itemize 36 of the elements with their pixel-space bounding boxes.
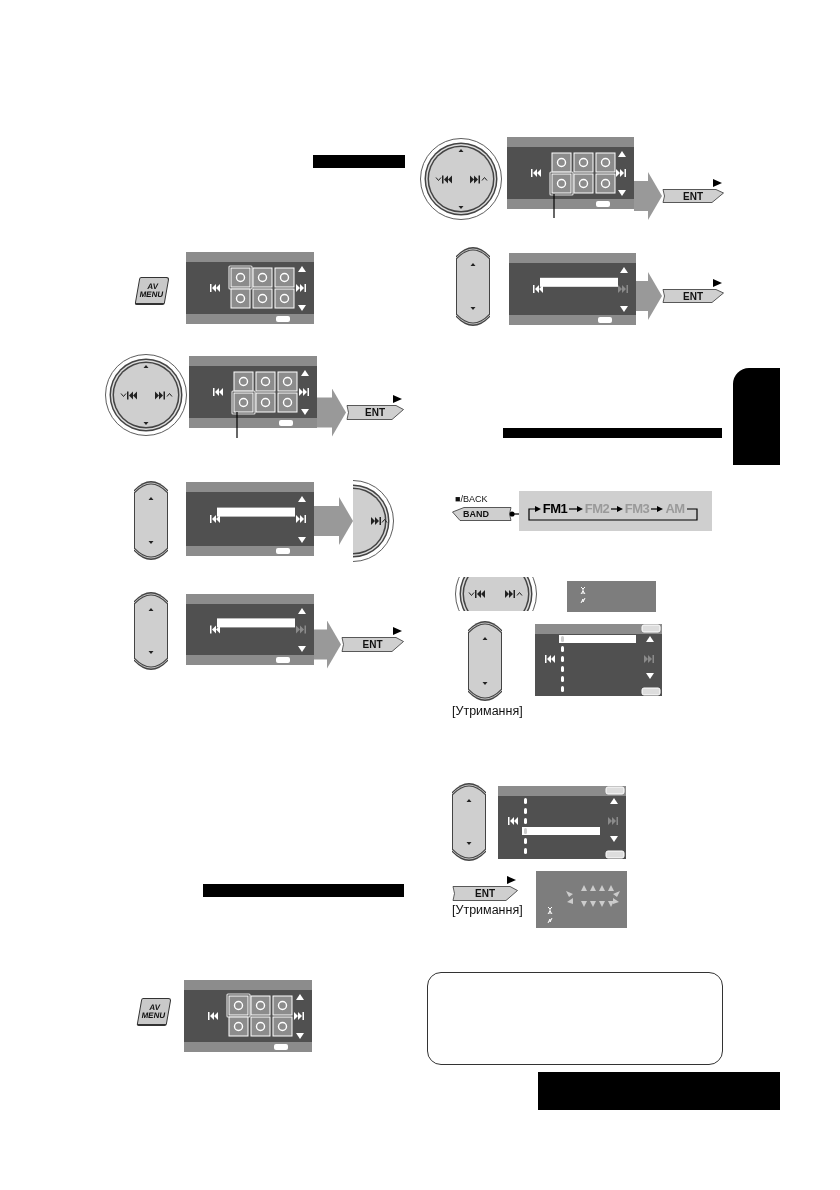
arrow	[568, 506, 583, 512]
screen-drawing	[186, 594, 314, 665]
screen-drawing	[186, 482, 314, 556]
av-menu-button: AV MENU	[134, 277, 170, 305]
arrow	[634, 172, 662, 220]
arrow	[314, 620, 341, 669]
band-label: FM1	[541, 500, 569, 518]
arrow	[528, 506, 698, 521]
connector-line	[509, 511, 520, 517]
arrow	[314, 497, 353, 545]
ent-button: ENT	[662, 289, 724, 303]
button-label: ■/BACK	[455, 494, 488, 504]
heading-bar	[313, 155, 405, 168]
arrow	[610, 506, 623, 512]
arrow	[317, 388, 346, 437]
band-button: BAND	[452, 507, 512, 521]
arrow	[650, 506, 663, 512]
band-panel	[519, 491, 712, 531]
heading-bar	[538, 1072, 780, 1110]
leader-line	[553, 193, 555, 219]
heading-bar	[203, 884, 404, 897]
ent-button: ENT	[452, 886, 518, 901]
menu-screen-drawing	[189, 356, 317, 428]
side-tab	[733, 368, 780, 465]
leader-line	[236, 411, 238, 439]
note-frame	[427, 972, 723, 1065]
note-text: [Утримання]	[452, 704, 523, 718]
heading-bar	[503, 428, 722, 438]
ent-button: ENT	[662, 189, 724, 203]
arrow	[636, 272, 662, 320]
dial-drawing	[353, 480, 397, 562]
menu-screen-drawing	[507, 137, 634, 209]
screen-drawing	[509, 253, 636, 325]
av-menu-button: AV MENU	[136, 998, 172, 1026]
ent-button: ENT	[346, 405, 404, 420]
ent-button: ENT	[341, 637, 404, 652]
